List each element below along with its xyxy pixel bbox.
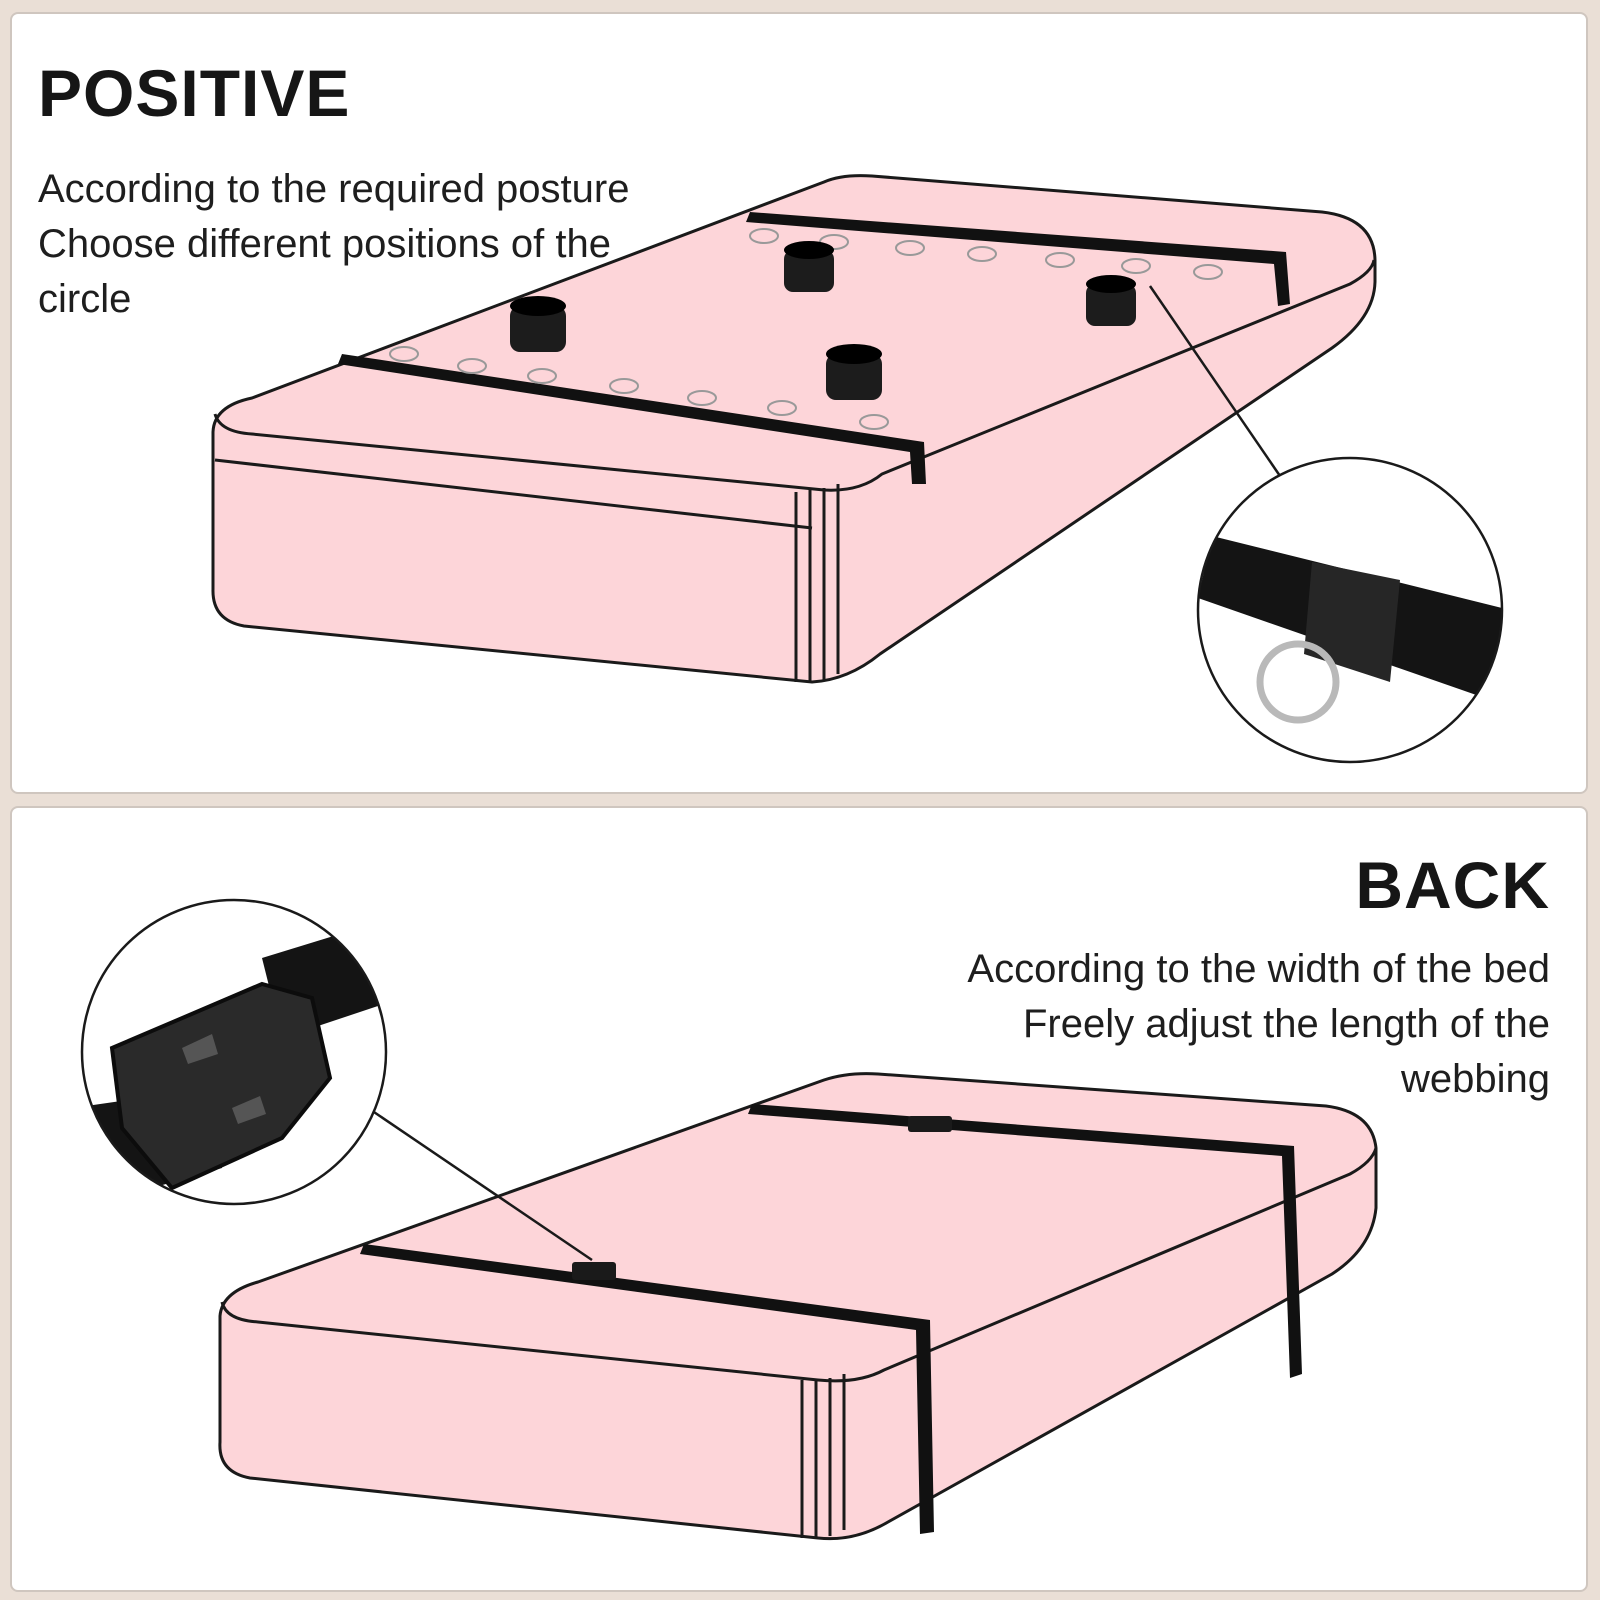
mattress-top-edge	[220, 1147, 1378, 1383]
strap-buckle-icon	[572, 1116, 952, 1280]
buckle-icon	[109, 981, 333, 1191]
mattress-corner-pleats	[800, 1374, 846, 1538]
d-rings	[389, 228, 1223, 430]
positive-description-line: circle	[38, 277, 132, 321]
buckle-zoom	[80, 898, 388, 1206]
restraint-cuffs	[510, 241, 1136, 400]
mattress-top-view	[211, 174, 1377, 684]
positive-panel: POSITIVE According to the required postu…	[10, 12, 1588, 794]
positive-description-line: Choose different positions of the	[38, 222, 611, 266]
back-illustration	[80, 898, 1378, 1541]
positive-description: According to the required posture Choose…	[38, 162, 629, 327]
back-description: According to the width of the bed Freely…	[967, 942, 1550, 1107]
cuff-icon	[1086, 275, 1136, 326]
positive-illustration	[211, 174, 1504, 764]
callout-line	[1148, 285, 1282, 477]
webbing-straps	[338, 212, 1290, 484]
mattress-corner-pleats	[794, 484, 840, 682]
cuff-icon	[826, 344, 882, 400]
back-description-line: According to the width of the bed	[967, 947, 1550, 991]
mattress-side-seam	[214, 458, 813, 530]
cuff-icon	[784, 241, 834, 292]
positive-description-line: According to the required posture	[38, 167, 630, 211]
back-panel: BACK According to the width of the bed F…	[10, 806, 1588, 1592]
cuff-icon	[510, 296, 566, 352]
back-heading: BACK	[1355, 848, 1550, 922]
mattress-top-edge	[213, 259, 1376, 492]
back-description-line: webbing	[1400, 1057, 1550, 1101]
positive-heading: POSITIVE	[38, 56, 351, 130]
callout-line	[367, 1106, 593, 1262]
mattress-back-view	[218, 1072, 1378, 1541]
back-description-line: Freely adjust the length of the	[1023, 1002, 1550, 1046]
strap-ring-zoom	[1196, 456, 1504, 764]
ring-icon	[1256, 640, 1340, 724]
